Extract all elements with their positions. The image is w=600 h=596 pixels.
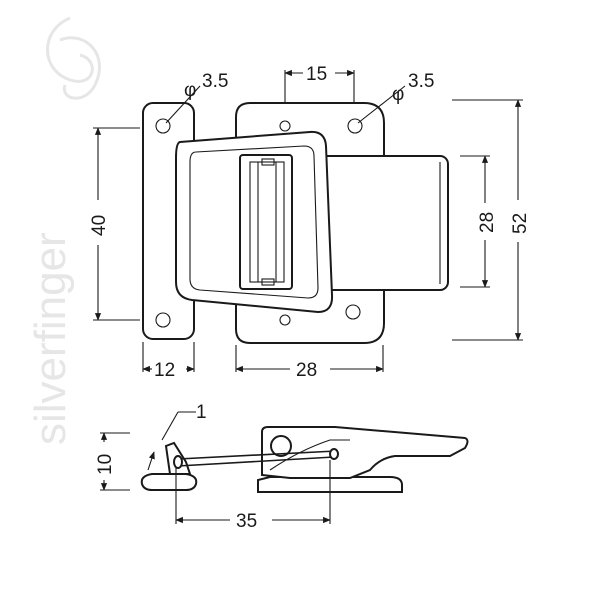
- leader-hole-right: [357, 85, 406, 124]
- dim-hole-right: 3.5: [408, 71, 434, 92]
- latch-pivot: [270, 435, 292, 457]
- wire-bail-side-lower: [177, 456, 335, 467]
- top-view: φ 3.5 φ 3.5 15 40 12 28 28: [89, 64, 531, 381]
- phi-symbol-right: φ: [392, 84, 404, 105]
- leader-hole-left: [165, 85, 201, 124]
- wire-bail-side: [177, 450, 337, 460]
- keeper-bottom-right-hole: [345, 304, 361, 320]
- dim-thickness: 1: [196, 402, 207, 423]
- dim-side-length: 35: [236, 511, 257, 532]
- dim-hole-left: 3.5: [202, 71, 228, 92]
- hasp-bottom-hole: [155, 312, 171, 328]
- side-view: 1 10 35: [95, 402, 469, 532]
- dim-base-width: 28: [296, 360, 317, 381]
- keeper-top-right-hole: [347, 118, 363, 134]
- keeper-top-left-hole: [279, 120, 291, 132]
- wire-bail-inner: [189, 145, 319, 299]
- keeper-bottom-left-hole: [279, 314, 291, 326]
- dim-keeper-hole-spacing: 15: [306, 64, 327, 85]
- hinge-slider-inner: [249, 161, 285, 283]
- watermark: silverfinger: [26, 16, 102, 445]
- hasp-plate-side: [140, 473, 198, 491]
- dim-overall-height: 52: [510, 213, 531, 234]
- wire-bail-end-left: [173, 455, 183, 469]
- latch-lever-side: [261, 426, 469, 479]
- leader-thickness: [161, 411, 179, 441]
- hinge-slider-cap-top: [261, 158, 275, 166]
- dim-side-height: 10: [95, 454, 116, 475]
- hasp-top-hole: [155, 118, 171, 134]
- latch-lever-curve: [269, 439, 350, 471]
- hinge-slider-cap-bottom: [261, 278, 275, 286]
- hinge-slider: [239, 154, 293, 290]
- dim-hasp-width: 12: [154, 360, 175, 381]
- latch-lever-body: [317, 155, 449, 291]
- watermark-text: silverfinger: [26, 232, 75, 445]
- dim-latch-height: 28: [477, 212, 498, 233]
- arrow-thickness: [147, 451, 155, 471]
- wire-bail-end-right: [329, 448, 339, 460]
- phi-symbol-left: φ: [184, 80, 196, 101]
- dim-hasp-height: 40: [89, 215, 110, 236]
- watermark-ornament: [46, 16, 102, 100]
